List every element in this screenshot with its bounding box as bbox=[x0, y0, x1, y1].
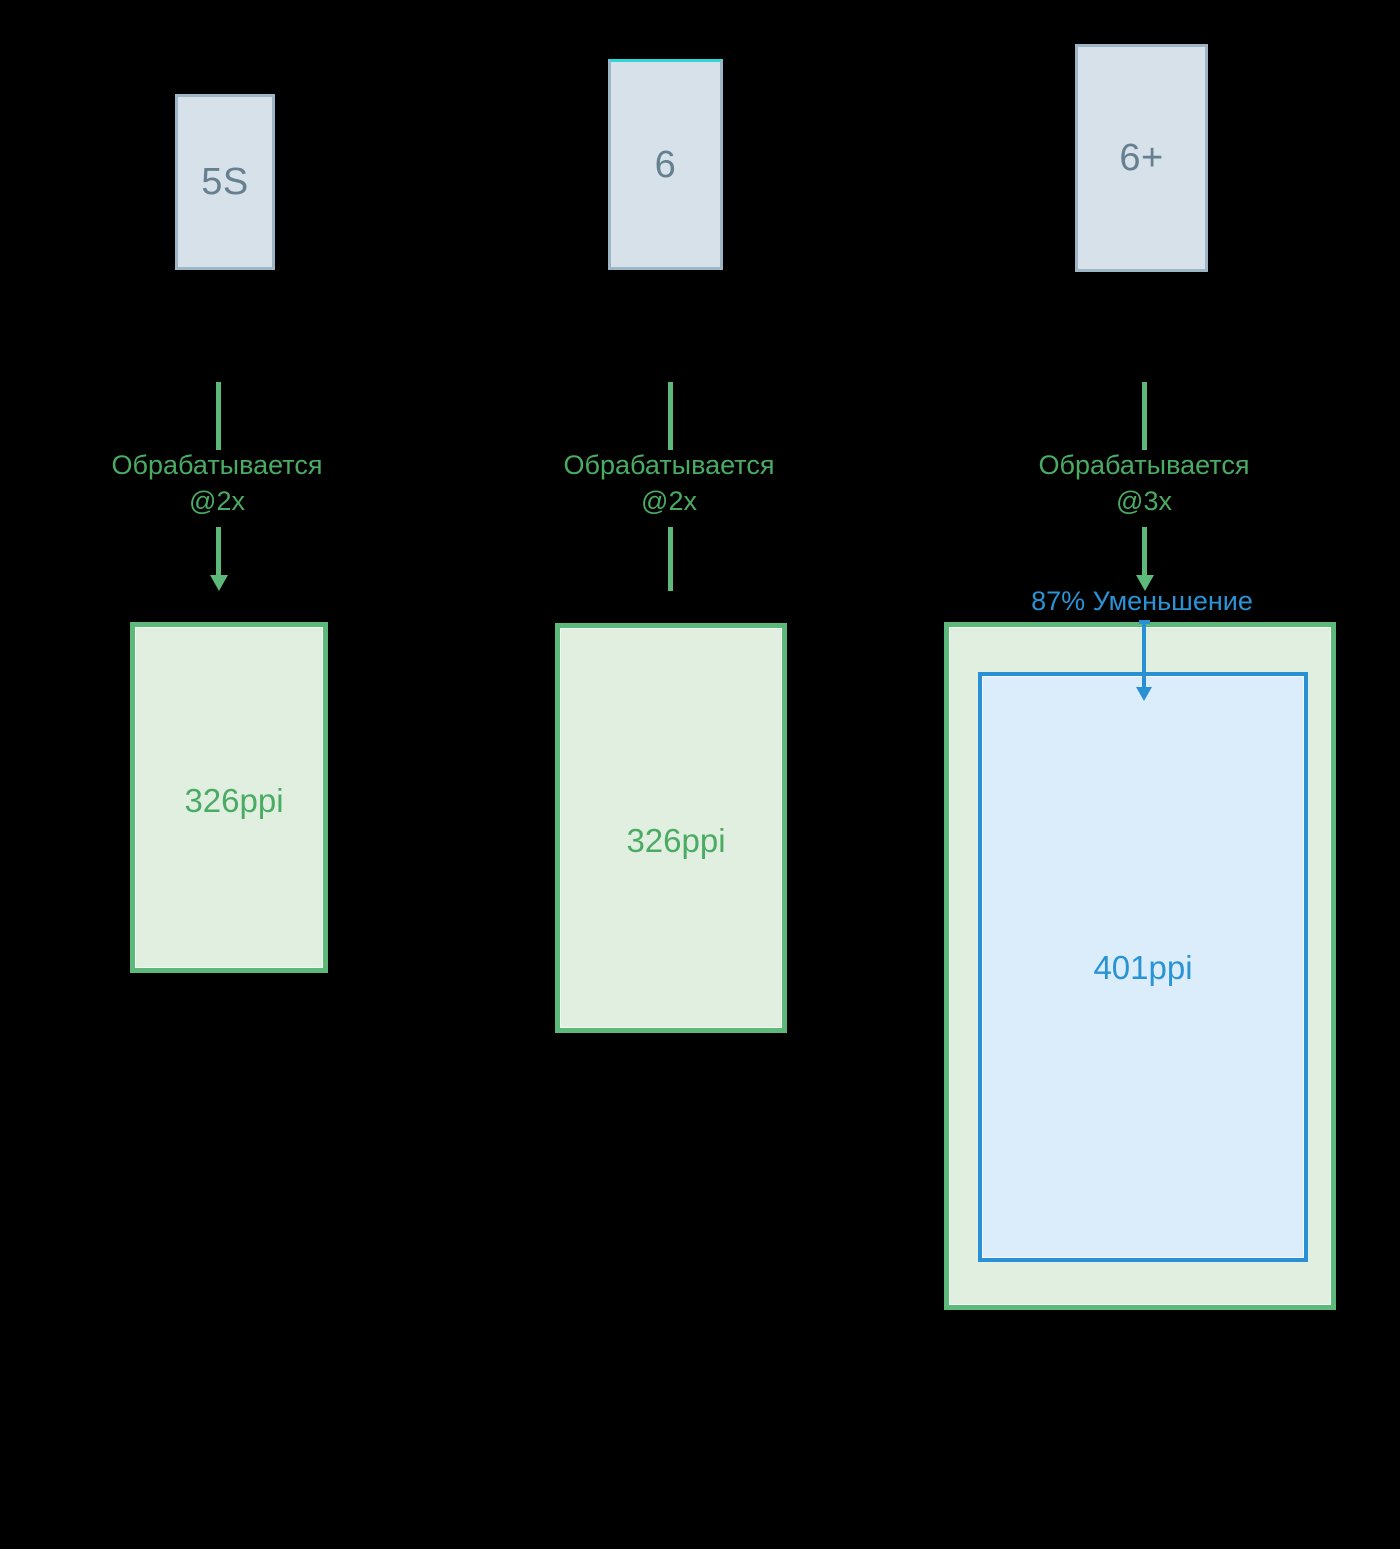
inner-result-box-6plus[interactable]: 401ppi bbox=[978, 672, 1308, 1262]
reduction-arrow-shaft bbox=[1142, 620, 1146, 688]
reduction-arrow-head bbox=[1136, 687, 1152, 701]
reduction-label: 87% Уменьшение bbox=[1031, 586, 1253, 616]
device-box-6[interactable]: 6 bbox=[608, 59, 723, 270]
process-arrow-shaft-6plus-upper bbox=[1142, 382, 1147, 450]
result-label-6: 326ppi bbox=[626, 822, 726, 859]
device-label-6plus: 6+ bbox=[1119, 137, 1164, 179]
device-box-6plus[interactable]: 6+ bbox=[1075, 44, 1208, 272]
process-arrow-shaft-5s-upper bbox=[216, 382, 221, 450]
device-box-5s[interactable]: 5S bbox=[175, 94, 275, 270]
process-arrow-shaft-6-lower bbox=[668, 527, 673, 591]
device-label-5s: 5S bbox=[201, 161, 249, 203]
process-label-5s: Обрабатывается @2x bbox=[111, 450, 323, 517]
process-label-6plus: Обрабатывается @3x bbox=[1038, 450, 1250, 517]
process-arrow-head-5s bbox=[210, 575, 228, 591]
process-arrow-head-6plus bbox=[1136, 575, 1154, 591]
result-box-5s[interactable]: 326ppi bbox=[130, 622, 328, 973]
process-arrow-shaft-5s-lower bbox=[216, 527, 221, 577]
result-label-5s: 326ppi bbox=[184, 782, 284, 819]
process-arrow-shaft-6-upper bbox=[668, 382, 673, 450]
process-label-6: Обрабатывается @2x bbox=[563, 450, 775, 517]
result-box-6[interactable]: 326ppi bbox=[555, 623, 787, 1033]
device-label-6: 6 bbox=[654, 143, 677, 186]
inner-result-label-6plus: 401ppi bbox=[1093, 948, 1193, 986]
process-arrow-shaft-6plus-lower bbox=[1142, 527, 1147, 577]
